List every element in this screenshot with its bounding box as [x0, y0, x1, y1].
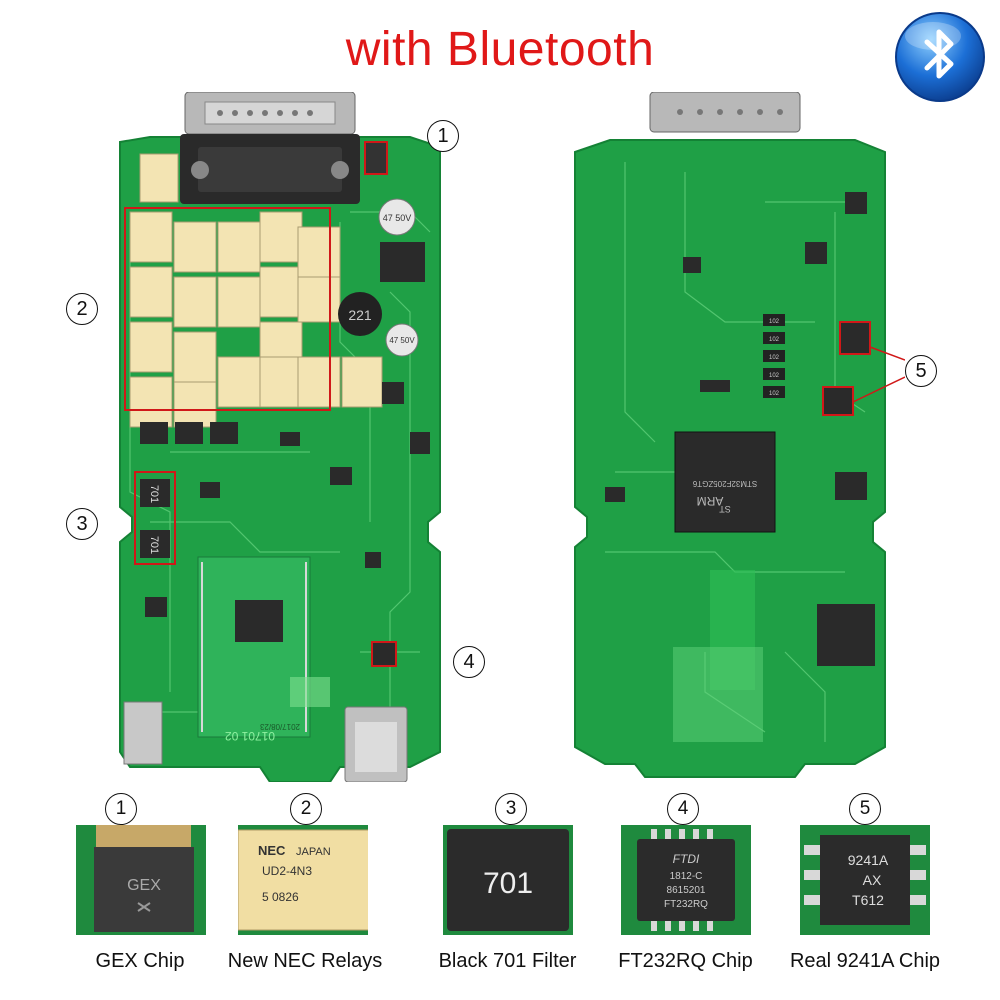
nec-brand-text: NEC: [258, 843, 286, 858]
thumb-number-3: 3: [495, 793, 527, 825]
inductor-label: 221: [348, 307, 372, 323]
right-board-photo: ARM STM32F205ZGT6 ST 102 102 102 102 102: [565, 91, 906, 782]
arm-chip-logo: ST: [719, 504, 731, 514]
filter-701-thumbnail: 701: [443, 825, 573, 935]
ftdi-lot-text: 8615201: [667, 885, 706, 896]
resistor-label-4: 102: [769, 373, 780, 379]
nec-date-text: 5 0826: [262, 890, 299, 904]
resistor-label-3: 102: [769, 355, 780, 361]
gex-chip-thumbnail: GEX: [76, 825, 206, 935]
thumb-number-2: 2: [290, 793, 322, 825]
caption-nec-relays: New NEC Relays: [227, 950, 383, 972]
filter-label-2: 701: [148, 536, 160, 554]
thumb-number-1: 1: [105, 793, 137, 825]
marker-5: 5: [905, 355, 937, 387]
caption-ft232rq-chip: FT232RQ Chip: [618, 950, 753, 972]
chip-9241a-code-text: AX: [863, 872, 882, 888]
board-code-label: 01701 02: [225, 729, 275, 743]
resistor-label-2: 102: [769, 337, 780, 343]
filter-label-1: 701: [148, 485, 160, 503]
resistor-label-1: 102: [769, 319, 780, 325]
nec-country-text: JAPAN: [296, 846, 331, 858]
module-date-label: 2017/08/23: [259, 722, 300, 731]
capacitor-label-1: 47 50V: [383, 213, 412, 223]
page-title: with Bluetooth: [345, 23, 655, 76]
caption-real-9241a-chip: Real 9241A Chip: [789, 950, 941, 972]
caption-black-701-filter: Black 701 Filter: [438, 950, 577, 972]
bluetooth-icon: [893, 10, 987, 104]
gex-chip-text: GEX: [127, 877, 161, 894]
marker-1: 1: [427, 120, 459, 152]
marker-2: 2: [66, 293, 98, 325]
nec-relay-thumbnail: NEC JAPAN UD2-4N3 5 0826: [238, 825, 368, 935]
nec-model-text: UD2-4N3: [262, 864, 312, 878]
chip-9241a-date-text: T612: [852, 892, 884, 908]
arm-chip-brand: ARM: [697, 494, 724, 508]
thumb-number-5: 5: [849, 793, 881, 825]
ft232rq-chip-thumbnail: FTDI 1812-C 8615201 FT232RQ: [621, 825, 751, 935]
ftdi-model-text: FT232RQ: [664, 899, 708, 910]
thumb-number-4: 4: [667, 793, 699, 825]
arm-chip-model: STM32F205ZGT6: [692, 479, 757, 488]
resistor-label-5: 102: [769, 391, 780, 397]
ftdi-brand-text: FTDI: [673, 852, 700, 866]
marker-3: 3: [66, 508, 98, 540]
capacitor-label-2: 47 50V: [389, 336, 415, 345]
chip-9241a-thumbnail: 9241A AX T612: [800, 825, 930, 935]
filter-701-text: 701: [483, 867, 533, 900]
marker-4: 4: [453, 646, 485, 678]
ftdi-batch-text: 1812-C: [670, 871, 703, 882]
caption-gex-chip: GEX Chip: [95, 950, 185, 972]
left-board-photo: 47 50V 221 47 50V 701 701 2017/08/23 01: [110, 91, 450, 783]
chip-9241a-model-text: 9241A: [848, 852, 889, 868]
